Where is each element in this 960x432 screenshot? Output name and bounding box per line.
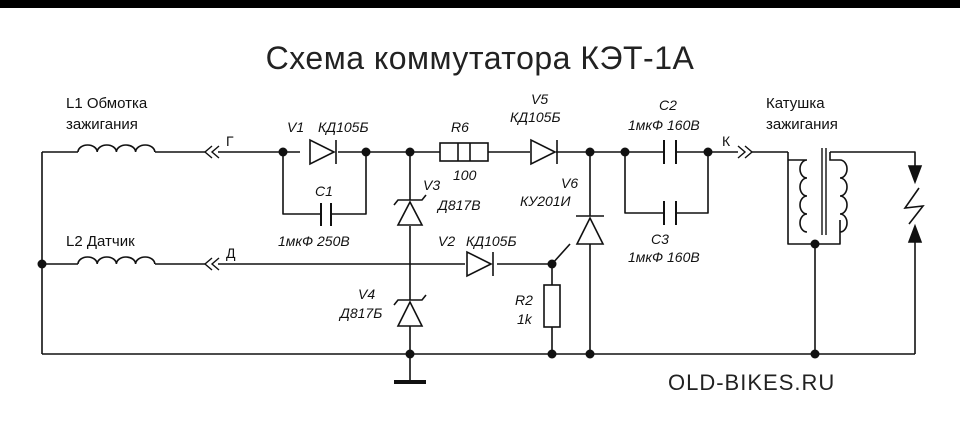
- label-terminal-d: Д: [226, 245, 236, 261]
- spark-gap: [903, 165, 925, 243]
- capacitor-c1: [320, 203, 332, 226]
- inductor-l2: [77, 256, 156, 265]
- label-r6-value: 100: [453, 167, 477, 183]
- label-terminal-g: Г: [226, 133, 234, 149]
- resistor-r2: [543, 284, 561, 328]
- connector-k: [737, 145, 754, 159]
- label-v2-part: КД105Б: [466, 233, 517, 249]
- label-c1: С1: [315, 183, 333, 199]
- label-coil-line2: зажигания: [766, 116, 838, 133]
- label-v1-part: КД105Б: [318, 119, 369, 135]
- site-watermark: OLD-BIKES.RU: [668, 370, 836, 395]
- inductor-l1: [77, 144, 156, 153]
- label-v2: V2: [438, 233, 455, 249]
- top-border-bar: [0, 0, 960, 8]
- label-c1-value: 1мкФ 250В: [278, 233, 350, 249]
- wire-coil-primary-down: [787, 152, 841, 245]
- label-v1: V1: [287, 119, 304, 135]
- diagram-title: Схема коммутатора КЭТ-1А: [265, 40, 695, 76]
- label-v4-part: Д817Б: [338, 305, 382, 321]
- diode-v1: [309, 138, 337, 166]
- junction-dots: [37, 147, 820, 359]
- diode-v5: [530, 138, 558, 166]
- label-r2: R2: [515, 292, 533, 308]
- label-c2: С2: [659, 97, 677, 113]
- capacitor-c2: [663, 140, 677, 164]
- connector-d: [203, 257, 220, 271]
- label-terminal-k: К: [722, 133, 731, 149]
- thyristor-v6: [575, 215, 605, 245]
- label-v4: V4: [358, 286, 375, 302]
- wire-coil-secondary: [830, 151, 916, 180]
- zener-v4: [393, 294, 427, 327]
- wire-c3-loop: [624, 152, 709, 214]
- diode-v2: [466, 250, 494, 278]
- label-v6: V6: [561, 175, 578, 191]
- label-v5: V5: [531, 91, 548, 107]
- label-v6-part: КУ201И: [520, 193, 572, 209]
- label-r2-value: 1k: [517, 311, 533, 327]
- zener-v3: [393, 194, 427, 226]
- label-r6: R6: [451, 119, 469, 135]
- label-l2: L2 Датчик: [66, 233, 135, 250]
- resistor-r6: [439, 142, 489, 162]
- label-c3-value: 1мкФ 160В: [628, 249, 700, 265]
- ignition-coil: [788, 148, 848, 235]
- capacitor-c3: [663, 201, 677, 225]
- label-coil: Катушка: [766, 95, 825, 112]
- label-c2-value: 1мкФ 160В: [628, 117, 700, 133]
- label-v5-part: КД105Б: [510, 109, 561, 125]
- label-v3-part: Д817В: [436, 197, 481, 213]
- connector-g: [203, 145, 220, 159]
- label-v3: V3: [423, 177, 440, 193]
- wire-c1-bypass: [282, 152, 367, 215]
- label-l1-line2: зажигания: [66, 116, 138, 133]
- label-c3: С3: [651, 231, 669, 247]
- label-l1: L1 Обмотка: [66, 95, 148, 112]
